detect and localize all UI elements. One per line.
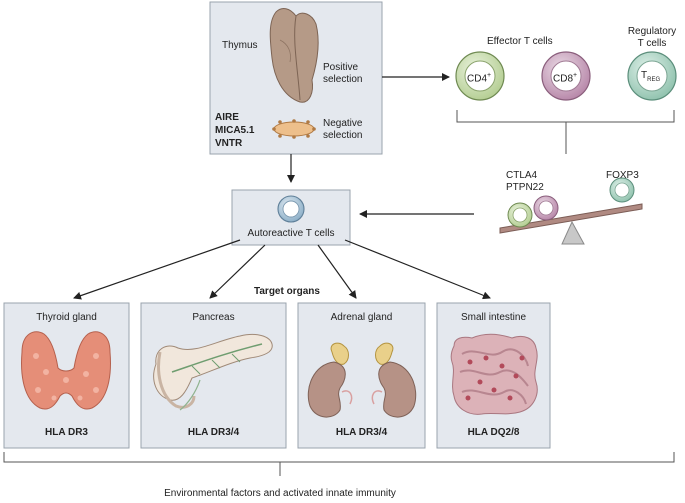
- negative-selection-label-line2: selection: [323, 130, 363, 141]
- cd8-cell-icon: [541, 51, 591, 101]
- organ-name-pancreas: Pancreas: [192, 312, 235, 323]
- autoreactive-label: Autoreactive T cells: [247, 228, 335, 239]
- organ-name-thyroid: Thyroid gland: [36, 312, 97, 323]
- thymus-organ-icon: [269, 8, 319, 103]
- ctla4-label: CTLA4: [506, 170, 538, 181]
- arrow-to-pancreas: [209, 244, 266, 299]
- effector-t-cells-title: Effector T cells: [487, 36, 553, 47]
- negative-selection-label-line1: Negative: [323, 118, 363, 129]
- treg-cell-icon: [627, 51, 677, 101]
- treg-label: TREG: [641, 70, 661, 83]
- negative-selection-cell-icon: [272, 119, 316, 139]
- ctla4-cell-icon: [507, 202, 533, 228]
- target-organs-label: Target organs: [254, 286, 320, 297]
- ptpn22-label: PTPN22: [506, 182, 544, 193]
- adrenal-gland-icon: [330, 342, 394, 365]
- thymus-label: Thymus: [222, 40, 258, 51]
- regulatory-title-line1: Regulatory: [627, 26, 677, 37]
- autoreactive-cell-icon: [277, 195, 305, 223]
- gene-mica: MICA5.1: [215, 125, 255, 136]
- hla-thyroid: HLA DR3: [45, 427, 88, 438]
- environmental-factors-label: Environmental factors and activated inna…: [164, 488, 396, 499]
- hla-pancreas: HLA DR3/4: [187, 427, 240, 438]
- arrow-to-thyroid: [73, 239, 241, 300]
- cd4-label: CD4+: [467, 72, 492, 85]
- pancreas-icon: [153, 333, 273, 411]
- small-intestine-icon: [450, 333, 538, 415]
- arrow-to-intestine: [344, 239, 491, 300]
- organ-name-adrenal: Adrenal gland: [330, 312, 393, 323]
- regulatory-title-line2: T cells: [637, 38, 667, 49]
- organ-name-intestine: Small intestine: [460, 312, 527, 323]
- gene-vntr: VNTR: [215, 138, 243, 149]
- foxp3-label: FOXP3: [606, 170, 639, 181]
- hla-adrenal: HLA DR3/4: [335, 427, 388, 438]
- cells-bracket: [456, 110, 675, 154]
- positive-selection-label-line1: Positive: [323, 62, 359, 73]
- positive-selection-label-line2: selection: [323, 74, 363, 85]
- kidneys-icon: [307, 361, 417, 418]
- environment-bracket: [3, 452, 675, 476]
- thyroid-gland-icon: [21, 331, 111, 410]
- arrow-to-adrenal: [317, 244, 357, 299]
- seesaw-balance-icon: [499, 203, 643, 245]
- gene-aire: AIRE: [215, 112, 239, 123]
- hla-intestine: HLA DQ2/8: [467, 427, 520, 438]
- foxp3-cell-icon: [609, 177, 635, 203]
- ptpn22-cell-icon: [533, 195, 559, 221]
- cd4-cell-icon: [455, 51, 505, 101]
- cd8-label: CD8+: [553, 72, 578, 85]
